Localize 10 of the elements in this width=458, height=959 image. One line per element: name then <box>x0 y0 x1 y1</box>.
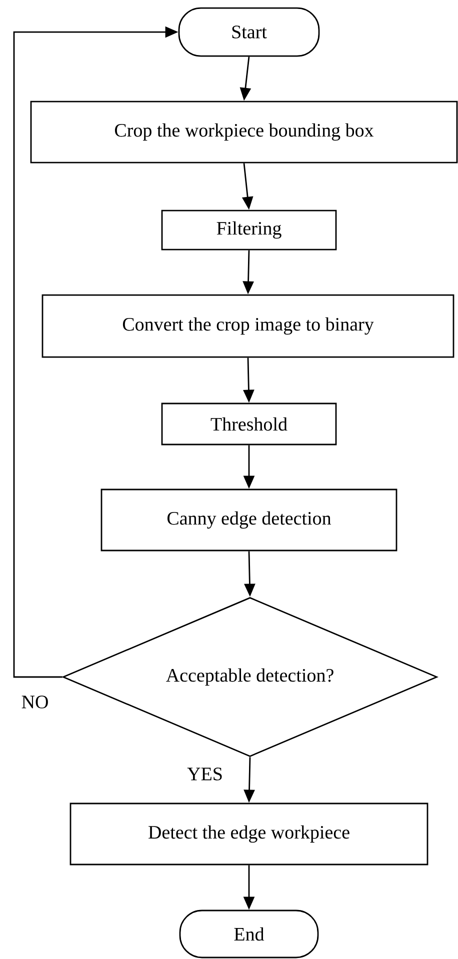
process-box: Convert the crop image to binary <box>42 294 454 358</box>
edge-label: YES <box>186 766 224 782</box>
end-terminator: End <box>179 910 319 958</box>
edge-label: NO <box>20 694 50 710</box>
process-box: Threshold <box>161 402 337 446</box>
process-box: Canny edge detection <box>100 488 398 552</box>
start-terminator: Start <box>178 7 320 57</box>
process-box: Detect the edge workpiece <box>70 802 428 866</box>
process-box: Filtering <box>161 210 337 250</box>
process-box: Crop the workpiece bounding box <box>30 100 458 164</box>
